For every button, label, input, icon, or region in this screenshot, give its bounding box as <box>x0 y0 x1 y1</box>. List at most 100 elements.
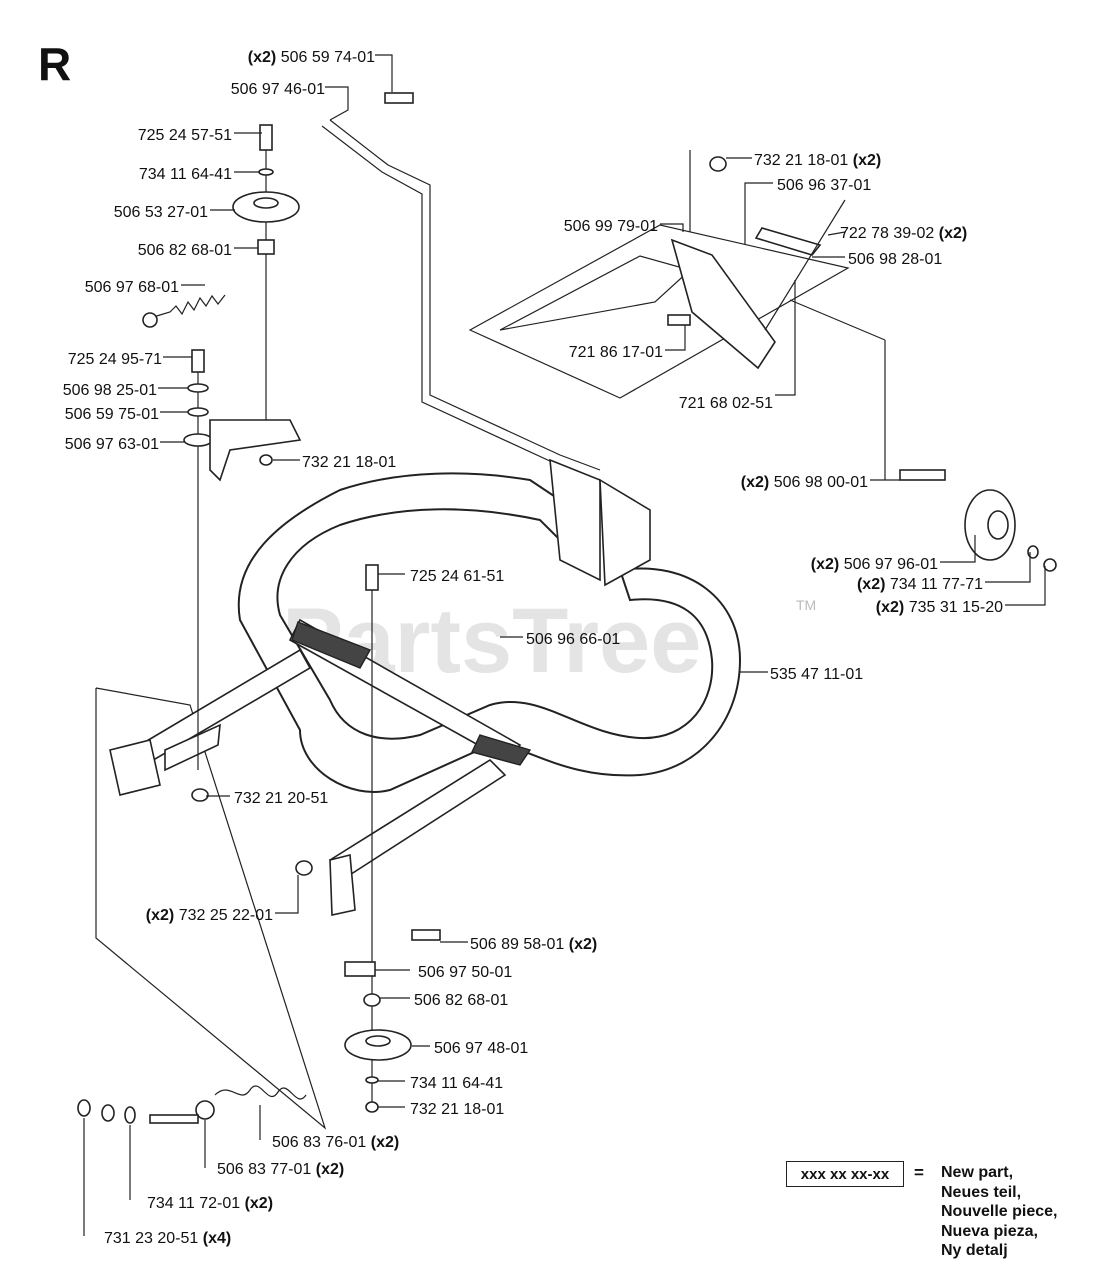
washer-lower <box>124 1106 136 1124</box>
callout-p29: 506 89 58-01 (x2) <box>470 936 597 953</box>
callout-part-number: 732 25 22-01 <box>179 907 273 924</box>
callout-part-number: 506 97 48-01 <box>434 1040 528 1057</box>
guide-line-right <box>764 199 846 331</box>
callout-part-number: 725 24 95-71 <box>68 351 162 368</box>
upper-plate-inner <box>499 255 692 331</box>
callout-part-number: 506 97 46-01 <box>231 81 325 98</box>
callout-part-number: 506 98 28-01 <box>848 251 942 268</box>
callout-part-number: 721 68 02-51 <box>679 395 773 412</box>
callout-p3: 725 24 57-51 <box>138 127 232 144</box>
callout-part-number: 732 21 18-01 <box>754 152 848 169</box>
callout-p33: 734 11 64-41 <box>410 1075 503 1092</box>
callout-qty: (x2) <box>741 474 774 491</box>
callout-p25: 506 96 66-01 <box>526 631 620 648</box>
nut-lower-2 <box>77 1099 91 1117</box>
spring-top-ring <box>142 312 158 328</box>
clip-bottom <box>344 961 376 977</box>
callout-p24: 725 24 61-51 <box>410 568 504 585</box>
axle-line <box>789 299 886 341</box>
callout-p7: 506 97 68-01 <box>85 279 179 296</box>
washer-left-2 <box>187 407 209 417</box>
nut-mid <box>259 454 273 466</box>
callout-p36: 506 83 77-01 (x2) <box>217 1161 344 1178</box>
callout-part-number: 506 96 37-01 <box>777 177 871 194</box>
callout-p17: 506 98 28-01 <box>848 251 942 268</box>
callout-p13: 732 21 18-01 (x2) <box>754 152 881 169</box>
bolt-left <box>191 349 205 373</box>
legend-line: Neues teil, <box>941 1183 1022 1201</box>
nut-bottom-left <box>191 788 209 802</box>
callout-p38: 731 23 20-51 (x4) <box>104 1230 231 1247</box>
callout-part-number: 506 99 79-01 <box>564 218 658 235</box>
callout-p12: 732 21 18-01 <box>302 454 396 471</box>
washer-left-3 <box>183 433 213 447</box>
callout-part-number: 506 96 66-01 <box>526 631 620 648</box>
callout-p19: 721 68 02-51 <box>679 395 773 412</box>
callout-p26: 535 47 11-01 <box>770 666 863 683</box>
control-rod-2 <box>321 125 553 463</box>
frame-grip-right <box>471 734 532 766</box>
tube-upper-right <box>670 238 776 370</box>
callout-p37: 734 11 72-01 (x2) <box>147 1195 273 1212</box>
lower-left-tube <box>138 648 312 764</box>
pin-upper <box>667 314 691 326</box>
callout-part-number: 506 97 63-01 <box>65 436 159 453</box>
left-plate <box>164 723 221 772</box>
upper-frame-bracket <box>549 458 601 582</box>
callout-part-number: 535 47 11-01 <box>770 666 863 683</box>
callout-qty: (x4) <box>198 1230 231 1247</box>
bolt-mid <box>365 564 379 591</box>
callout-qty: (x2) <box>146 907 179 924</box>
callout-qty: (x2) <box>848 152 881 169</box>
spring-bottom <box>214 1085 307 1100</box>
trademark: TM <box>796 597 816 613</box>
callout-p34: 732 21 18-01 <box>410 1101 504 1118</box>
callout-p8: 725 24 95-71 <box>68 351 162 368</box>
pulley-top-inner <box>253 197 279 209</box>
callout-p2: 506 97 46-01 <box>231 81 325 98</box>
eye-bolt-shaft <box>149 1114 199 1124</box>
callout-qty: (x2) <box>811 556 844 573</box>
nut-lower-1 <box>101 1104 115 1122</box>
callout-p27: 732 21 20-51 <box>234 790 328 807</box>
callout-part-number: 506 83 76-01 <box>272 1134 366 1151</box>
callout-part-number: 506 97 68-01 <box>85 279 179 296</box>
callout-labels: (x2) 506 59 74-01 506 97 46-01 725 24 57-5… <box>63 49 1003 1247</box>
callout-part-number: 506 89 58-01 <box>470 936 564 953</box>
spacer-bottom <box>363 993 381 1007</box>
callout-part-number: 725 24 61-51 <box>410 568 504 585</box>
wheel-axle <box>899 469 946 481</box>
callout-part-number: 732 21 18-01 <box>410 1101 504 1118</box>
callout-part-number: 506 59 74-01 <box>281 49 375 66</box>
eye-bolt <box>195 1100 215 1120</box>
callout-qty: (x2) <box>240 1195 273 1212</box>
callout-qty: (x2) <box>857 576 890 593</box>
legend-line: Nueva pieza, <box>941 1222 1038 1240</box>
callout-p31: 506 82 68-01 <box>414 992 508 1009</box>
leader-lines <box>83 54 1046 1236</box>
bolt-top <box>259 124 273 151</box>
callout-qty: (x2) <box>564 936 597 953</box>
spring-bracket <box>209 419 302 482</box>
frame-grip-left <box>291 621 372 669</box>
nut-frame <box>295 860 313 876</box>
callout-p35: 506 83 76-01 (x2) <box>272 1134 399 1151</box>
callout-p21: (x2) 506 97 96-01 <box>811 556 938 573</box>
callout-part-number: 734 11 64-41 <box>410 1075 503 1092</box>
legend-line: New part, <box>941 1164 1014 1181</box>
callout-p32: 506 97 48-01 <box>434 1040 528 1057</box>
control-rod <box>329 119 601 471</box>
callout-qty: (x2) <box>366 1134 399 1151</box>
callout-part-number: 735 31 15-20 <box>909 599 1003 616</box>
upper-plate-outline <box>468 224 850 399</box>
callout-p22: (x2) 734 11 77-71 <box>857 576 983 593</box>
callout-part-number: 506 97 50-01 <box>418 964 512 981</box>
callout-p20: (x2) 506 98 00-01 <box>741 474 868 491</box>
left-plate-outline <box>95 687 327 1130</box>
pulley-bottom-inner <box>365 1035 391 1047</box>
wheel-nut <box>1043 558 1057 572</box>
callout-qty: (x2) <box>934 225 967 242</box>
callout-part-number: 506 59 75-01 <box>65 406 159 423</box>
callout-p10: 506 59 75-01 <box>65 406 159 423</box>
